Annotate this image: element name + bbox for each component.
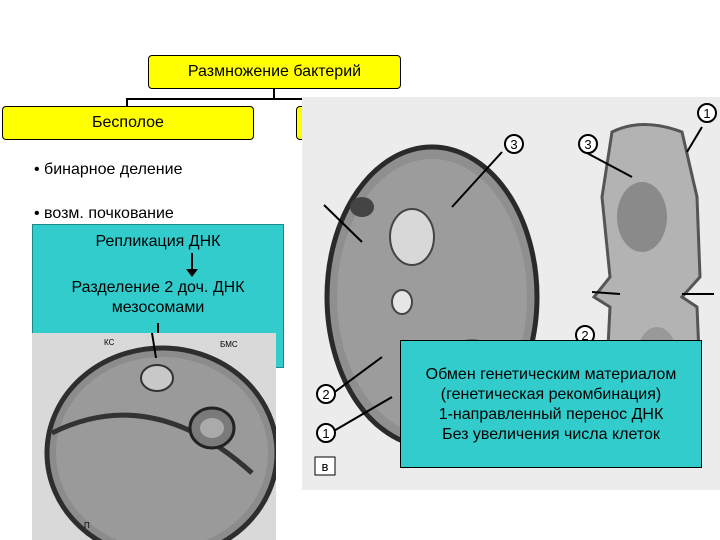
- info-line-2: (генетическая рекомбинация): [440, 386, 662, 403]
- asexual-box: Бесполое: [2, 106, 254, 140]
- arrow-down-head-icon: [186, 269, 198, 277]
- title-label: Размножение бактерий: [187, 63, 362, 80]
- right-label-1: 1: [703, 106, 710, 121]
- center-label-3: 3: [510, 137, 517, 152]
- info-line-4: Без увеличения числа клеток: [442, 426, 660, 443]
- asexual-label: Бесполое: [92, 114, 164, 131]
- connector-horizontal: [126, 98, 424, 100]
- left-label-bms: БМС: [220, 340, 238, 349]
- title-box: Размножение бактерий: [148, 55, 401, 89]
- center-label-2: 2: [322, 387, 329, 402]
- step-separation-line1: Разделение 2 доч. ДНК: [71, 279, 245, 296]
- bullet-binary-fission: • бинарное деление: [34, 161, 183, 178]
- left-label-ks: КС: [104, 338, 115, 347]
- bullet-budding: • возм. почкование: [34, 205, 174, 222]
- recombination-info-box: Обмен генетическим материалом (генетичес…: [400, 340, 702, 468]
- micrograph-division: КС БМС П: [32, 333, 276, 540]
- left-label-p: П: [84, 521, 90, 530]
- connector-left-drop: [126, 98, 128, 106]
- micrograph-division-image: КС БМС П: [32, 333, 276, 540]
- center-label-v: в: [322, 459, 329, 474]
- center-label-1: 1: [322, 426, 329, 441]
- right-label-3: 3: [584, 137, 591, 152]
- connector-vertical: [273, 89, 275, 99]
- step-replication: Репликация ДНК: [95, 233, 221, 250]
- step-separation-line2: мезосомами: [111, 299, 205, 316]
- info-line-1: Обмен генетическим материалом: [425, 366, 677, 383]
- right-label-2: 2: [581, 328, 588, 343]
- arrow-down-icon: [191, 253, 193, 273]
- arrow-down-icon-2: [157, 323, 159, 337]
- info-line-3: 1-направленный перенос ДНК: [438, 406, 664, 423]
